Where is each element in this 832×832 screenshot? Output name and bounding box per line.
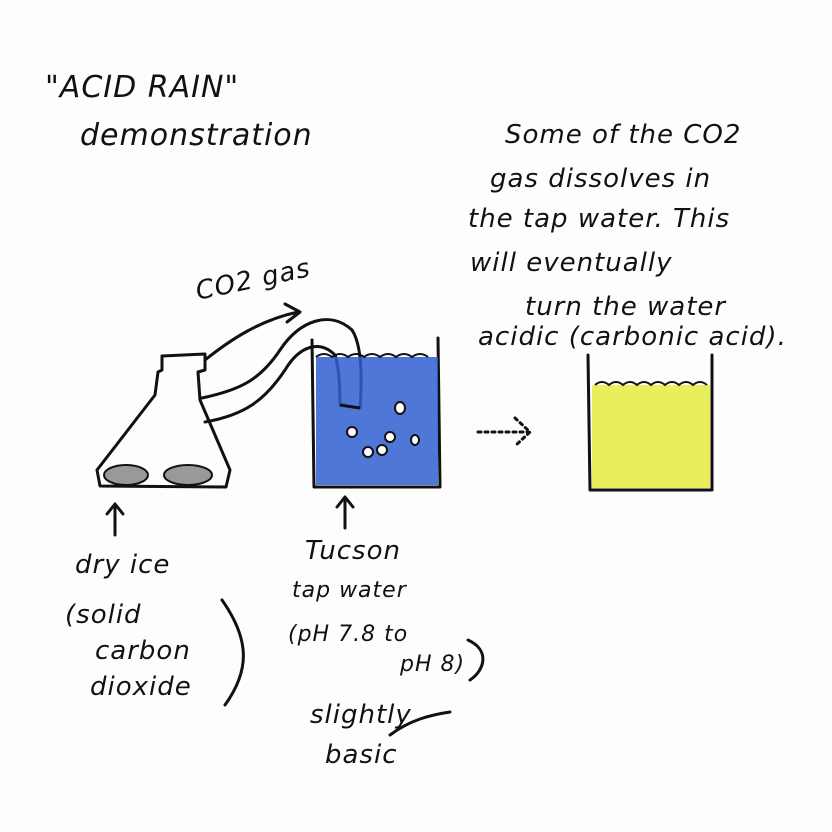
tap-water-label: tap water [292, 578, 407, 603]
dry-ice-left [103, 464, 149, 486]
dry-ice-label: dry ice [75, 550, 171, 580]
dry-ice-label: dioxide [90, 672, 192, 702]
basic-label: slightly [310, 700, 412, 730]
beaker-tap-water [310, 336, 442, 489]
title-line1: "ACID RAIN" [45, 70, 240, 105]
tap-water-label: Tucson [305, 536, 401, 566]
dry-ice-label: (solid [65, 600, 142, 630]
tap-water-label: pH 8) [400, 652, 466, 677]
gas-arrow [203, 302, 302, 362]
paren-dry-ice [220, 598, 245, 707]
title-line2: demonstration [80, 118, 313, 153]
explanation-line: acidic (carbonic acid). [478, 322, 787, 352]
paren-tap-water [466, 638, 485, 682]
explanation-line: Some of the CO2 [505, 120, 742, 150]
arrow-tap-water [335, 495, 355, 530]
dry-ice-right [163, 464, 213, 486]
tap-water-fill [316, 357, 438, 485]
explanation-line: turn the water [525, 292, 727, 322]
explanation-line: will eventually [470, 248, 673, 278]
arrow-dry-ice [105, 502, 125, 537]
dry-ice-label: carbon [95, 636, 191, 666]
basic-label: basic [325, 740, 398, 770]
flask [95, 352, 232, 489]
tap-water-label: (pH 7.8 to [288, 622, 409, 647]
beaker-acidic-water [586, 353, 714, 492]
explanation-line: the tap water. This [468, 204, 731, 234]
bubbles [346, 401, 420, 458]
explanation-line: gas dissolves in [490, 164, 712, 194]
acidic-water-fill [592, 385, 710, 488]
